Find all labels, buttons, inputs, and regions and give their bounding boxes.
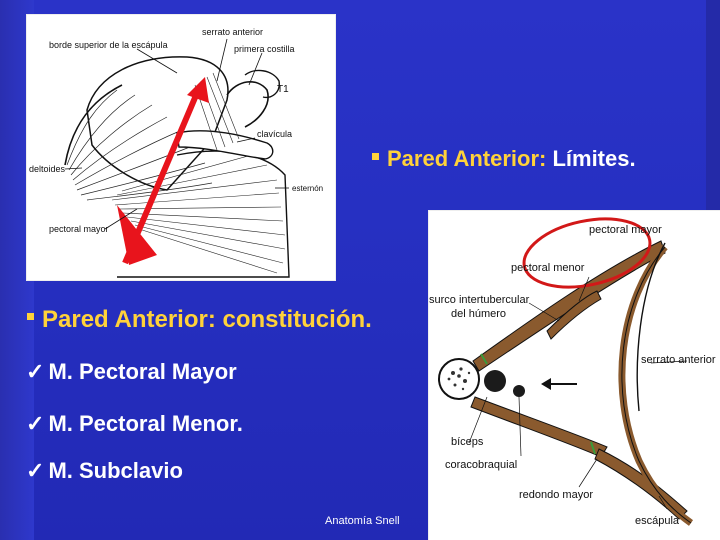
deltoid-outline <box>65 85 122 165</box>
label-clavicula: clavícula <box>257 129 292 139</box>
lower-band-1 <box>471 397 607 457</box>
heading-constitution-text: Pared Anterior: constitución. <box>42 306 372 333</box>
axilla-section-illustration: pectoral mayor pectoral menor surco inte… <box>428 210 720 540</box>
label2-escapula: escápula <box>635 515 680 527</box>
label-deltoides: deltoides <box>29 164 66 174</box>
label-borde: borde superior de la escápula <box>49 40 168 50</box>
heading-limits: Pared Anterior: Límites. <box>372 146 636 172</box>
list-item-label: M. Pectoral Mayor <box>48 359 236 384</box>
label2-serrato: serrato anterior <box>641 354 716 366</box>
biceps <box>484 370 506 392</box>
credit-text: Anatomía Snell <box>325 515 400 527</box>
shoulder-drawing: borde superior de la escápula serrato an… <box>27 15 335 280</box>
label2-coracobraquial: coracobraquial <box>445 459 517 471</box>
arrow-head <box>541 378 551 390</box>
list-item-label: M. Pectoral Menor. <box>48 411 242 436</box>
label2-surco-1: surco intertubercular <box>429 294 530 306</box>
axilla-drawing: pectoral mayor pectoral menor surco inte… <box>429 211 720 540</box>
label-pectoral-mayor: pectoral mayor <box>49 224 109 234</box>
scapula-outline <box>87 57 228 190</box>
vertebra <box>245 70 279 97</box>
label2-pectoral-mayor: pectoral mayor <box>589 224 662 236</box>
heading-limits-suffix: Límites. <box>552 146 635 171</box>
list-item: ✓M. Pectoral Menor. <box>26 411 243 437</box>
bullet-square-icon <box>27 313 34 320</box>
label-esternon: esternón <box>292 184 323 193</box>
first-rib <box>227 82 268 127</box>
red-arrow-upper-head <box>187 77 209 103</box>
list-item: ✓M. Subclavio <box>26 458 183 484</box>
label-costilla: primera costilla <box>234 44 295 54</box>
label2-redondo: redondo mayor <box>519 489 593 501</box>
pectoral-mayor-band <box>473 241 665 371</box>
coracobraquial <box>513 385 525 397</box>
shoulder-illustration: borde superior de la escápula serrato an… <box>26 14 336 281</box>
checkmark-icon: ✓ <box>26 359 44 384</box>
label2-surco-2: del húmero <box>451 308 506 320</box>
label2-biceps: bíceps <box>451 436 484 448</box>
label2-pectoral-menor: pectoral menor <box>511 262 585 274</box>
checkmark-icon: ✓ <box>26 458 44 483</box>
bullet-square-icon <box>372 153 379 160</box>
heading-limits-prefix: Pared Anterior: <box>387 146 546 171</box>
list-item: ✓M. Pectoral Mayor <box>26 359 237 385</box>
humerus <box>439 359 479 399</box>
list-item-label: M. Subclavio <box>48 458 182 483</box>
checkmark-icon: ✓ <box>26 411 44 436</box>
label-t1: T1 <box>277 84 289 95</box>
heading-constitution: Pared Anterior: constitución. <box>27 306 372 334</box>
label-serrato: serrato anterior <box>202 27 263 37</box>
